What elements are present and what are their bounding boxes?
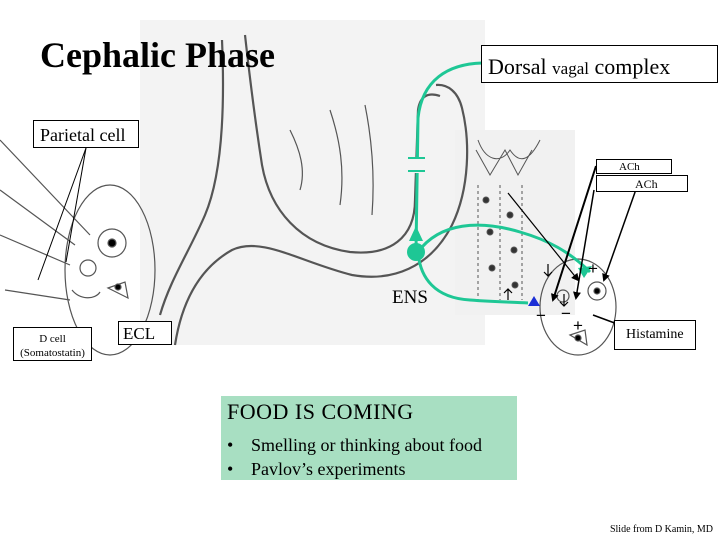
- ens-label: ENS: [392, 287, 428, 308]
- dorsal-vagal-complex-label: Dorsal vagal complex: [481, 45, 718, 83]
- receptor-triangle: [528, 296, 540, 306]
- vagal-arrow-terminal: [409, 226, 423, 241]
- d-cell-line: D cell: [39, 333, 66, 345]
- food-box-list: • Smelling or thinking about food • Pavlov…: [227, 433, 517, 481]
- ach-line-3: [507, 192, 580, 282]
- list-item: • Smelling or thinking about food: [227, 433, 517, 457]
- vagal-fiber-lower: [416, 251, 529, 305]
- vagal-main-fiber: [414, 61, 483, 251]
- food-box-heading: FOOD IS COMING: [227, 399, 414, 424]
- bullet: •: [227, 459, 234, 479]
- parietal-cell-label: Parietal cell: [33, 120, 139, 148]
- small-arrow-glyphs: [503, 264, 569, 307]
- ach-line-2: [573, 189, 595, 300]
- d-cell-label: D cell (Somatostatin): [13, 327, 92, 361]
- parietal-pointer-line: [37, 147, 87, 281]
- dvc-middle: vagal: [552, 59, 589, 78]
- gastric-gland-illustration: [475, 139, 541, 300]
- slide-credit: Slide from D Kamin, MD: [609, 524, 713, 535]
- food-is-coming-box: FOOD IS COMING • Smelling or thinking abo…: [221, 396, 517, 480]
- parietal-cell-illustration: [0, 139, 156, 356]
- ecl-label: ECL: [118, 321, 172, 345]
- ach-label-1: ACh: [596, 159, 672, 174]
- vagal-fiber-to-cells: [416, 223, 592, 274]
- inhibitory-sign: −: [561, 304, 571, 323]
- stimulatory-sign: +: [573, 316, 583, 335]
- dvc-suffix: complex: [588, 54, 671, 79]
- dvc-prefix: Dorsal: [488, 54, 553, 79]
- inhibitory-sign: −: [536, 306, 546, 325]
- ach-line-1: [551, 165, 597, 302]
- ach-label-2: ACh: [596, 175, 688, 192]
- slide-title: Cephalic Phase: [40, 35, 276, 75]
- right-cell-cluster: [539, 258, 617, 356]
- vagal-synapse-gap: [408, 157, 425, 173]
- list-item-text: Smelling or thinking about food: [251, 435, 482, 455]
- list-item-text: Pavlov’s experiments: [251, 459, 406, 479]
- stomach-photo-background: [140, 20, 485, 345]
- histamine-label: Histamine: [614, 320, 696, 350]
- ens-neuron: [407, 243, 425, 261]
- d-cell-line: (Somatostatin): [20, 347, 85, 360]
- parietal-pointer-line: [65, 147, 87, 263]
- list-item: • Pavlov’s experiments: [227, 457, 517, 481]
- ach-line-4: [602, 177, 641, 282]
- bullet: •: [227, 435, 234, 455]
- stimulatory-sign: +: [588, 259, 598, 278]
- vagal-nerve-pathways: [414, 61, 592, 305]
